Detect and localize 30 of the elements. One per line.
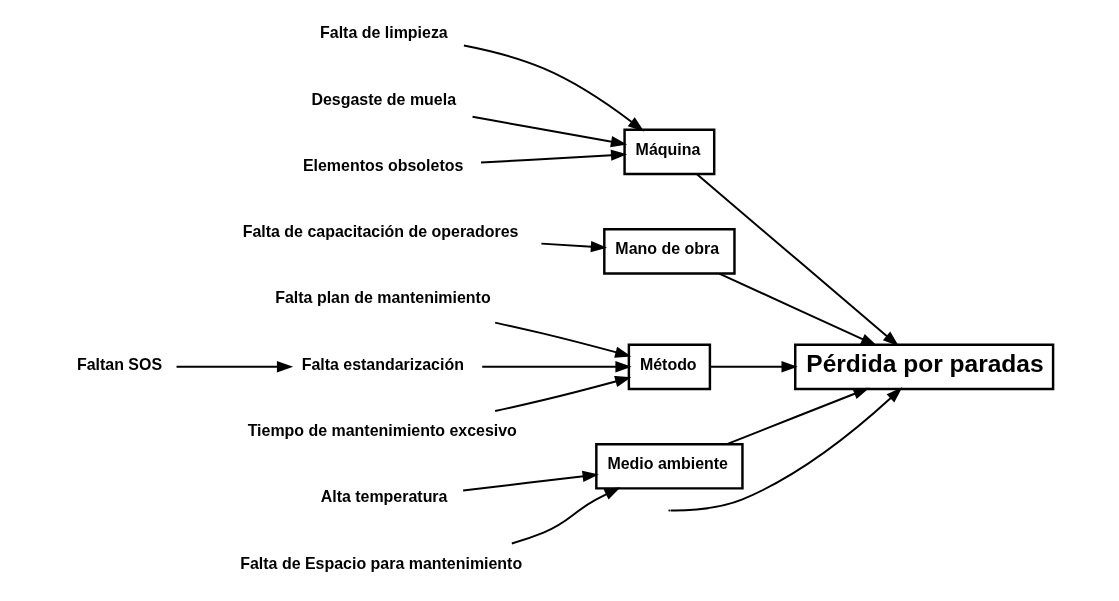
arrow [462,44,645,132]
arrow [709,361,798,373]
arrow [462,470,599,492]
node-box: Método [627,343,712,391]
arrow [718,272,878,346]
node-text: Faltan SOS [76,355,163,373]
arrow [494,321,632,358]
arrow [510,487,621,545]
node-text: Falta plan de mantenimiento [275,289,491,307]
arrow [481,361,632,373]
node-text: Falta de capacitación de operadores [242,223,519,241]
node-box: Medio ambiente [595,442,744,490]
arrow [695,173,899,347]
node-text: Falta de limpieza [320,24,448,42]
arrow [471,115,628,148]
node-box: Pérdida por paradas [794,343,1055,391]
node-text: Tiempo de mantenimiento excesivo [247,422,517,440]
node-text: Falta estandarización [301,355,464,373]
node-text: Elementos obsoletos [302,156,464,174]
arrow [725,387,870,446]
node-text: Falta de Espacio para mantenimiento [240,554,523,572]
node-text: Alta temperatura [320,488,448,506]
node-box: Mano de obra [603,228,736,275]
arrow [494,375,632,412]
arrow [540,241,608,253]
arrow [480,149,628,164]
arrow [175,361,294,373]
node-box: Máquina [623,128,716,176]
arrow [669,387,903,512]
node-text: Desgaste de muela [311,90,457,108]
